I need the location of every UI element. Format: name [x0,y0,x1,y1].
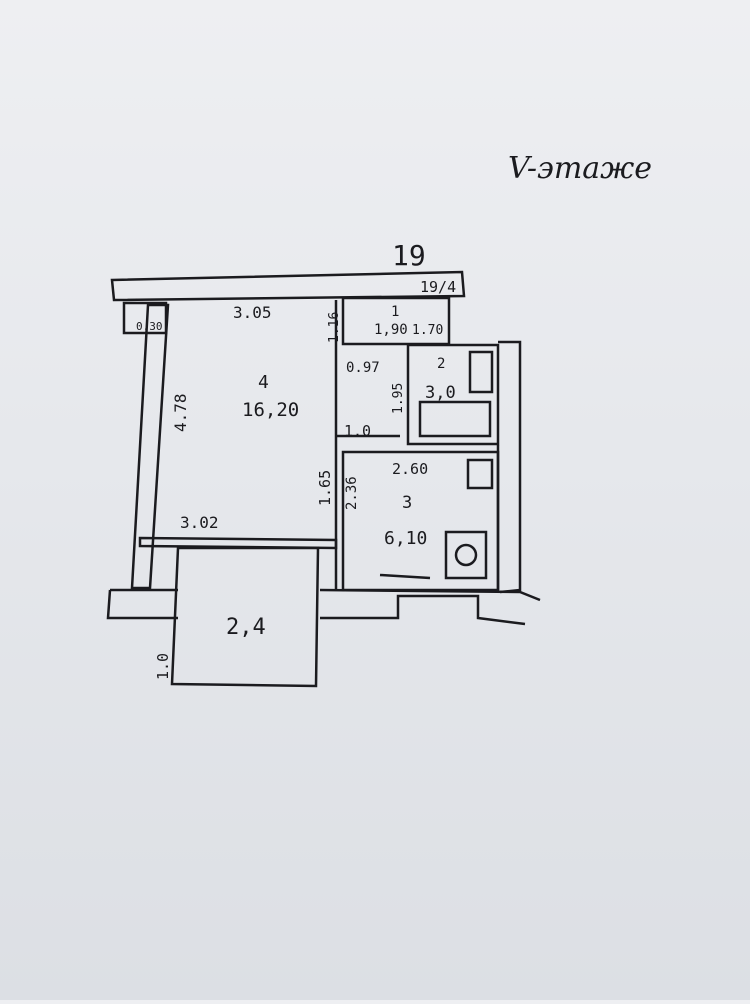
walls [106,270,541,688]
room-3-area: 6,10 [384,528,427,549]
room-1-outline [341,296,451,346]
dim-hall-width: 0.97 [346,360,380,376]
floor-note: V-этаже [508,151,652,186]
left-wall [130,303,170,590]
dim-balcony-depth: 1.0 [154,653,172,680]
dim-room4-left: 4.78 [171,393,190,432]
room-4-area: 16,20 [242,399,299,421]
room-4-number: 4 [258,372,269,393]
dim-corridor: 1.0 [344,422,371,440]
room-2-area: 3,0 [425,383,456,403]
left-niche [122,301,168,335]
door-mark-2 [379,573,431,580]
dim-room4-bottom: 3.02 [180,513,219,532]
stove-fixture [444,530,488,580]
balcony-area: 2,4 [226,615,266,640]
dim-hall-side: 1.95 [391,383,406,414]
room-3-number: 3 [402,493,412,513]
balcony-outline [170,546,320,688]
right-wall [498,340,522,594]
room-1-number: 1 [391,304,399,320]
dim-kitchen-top: 2.60 [392,460,428,478]
kitchen-sink-fixture [466,458,494,490]
lower-strip [106,589,526,626]
dim-room4-right: 1.65 [316,470,334,506]
dim-niche: 0.30 [136,320,163,333]
sink-fixture [468,350,494,394]
dim-room4-top: 3.05 [233,303,272,322]
room-2-number: 2 [437,356,445,372]
bath-fixture [418,400,492,438]
plan-ref: 19/4 [420,278,456,296]
room-2-outline [406,343,500,446]
top-wall [110,270,466,302]
stove-burner [454,543,478,567]
bottom-outer-wall [110,588,541,602]
dim-kitchen-side: 2.36 [344,476,360,510]
dim-room1-width: 1.70 [412,323,443,338]
bottom-wall [138,536,338,550]
dim-room1-side: 1.16 [327,312,342,343]
plan-number: 19 [392,239,426,272]
room-1-area: 1,90 [374,322,408,338]
